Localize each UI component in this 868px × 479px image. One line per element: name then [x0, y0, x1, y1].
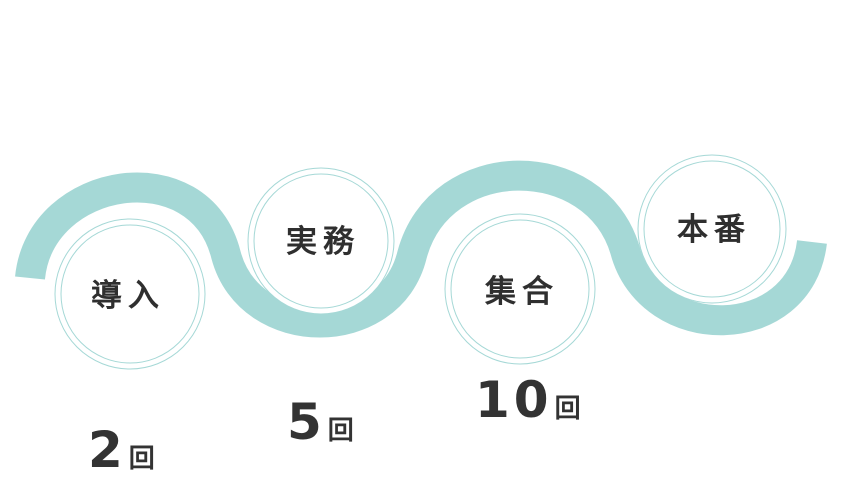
step-circle-practice: 実務 — [247, 167, 395, 315]
step-circle-intro: 導入 — [54, 218, 206, 370]
step-label-intro: 導入 — [91, 278, 165, 314]
step-circle-final: 本番 — [637, 154, 787, 304]
count-unit: 回 — [128, 444, 155, 474]
step-label-practice: 実務 — [286, 224, 360, 260]
step-label-gathering: 集合 — [484, 274, 559, 310]
step-circle-gathering: 集合 — [444, 213, 596, 365]
wave-path — [15, 160, 827, 338]
count-unit: 回 — [554, 394, 581, 424]
step-label-final: 本番 — [677, 212, 751, 248]
step-count-practice: 5回 — [287, 397, 354, 447]
count-value: 10 — [475, 371, 553, 429]
count-unit: 回 — [327, 416, 354, 446]
count-value: 2 — [88, 421, 127, 479]
count-value: 5 — [287, 393, 326, 451]
step-count-intro: 2回 — [88, 425, 155, 475]
step-count-gathering: 10回 — [475, 375, 581, 425]
